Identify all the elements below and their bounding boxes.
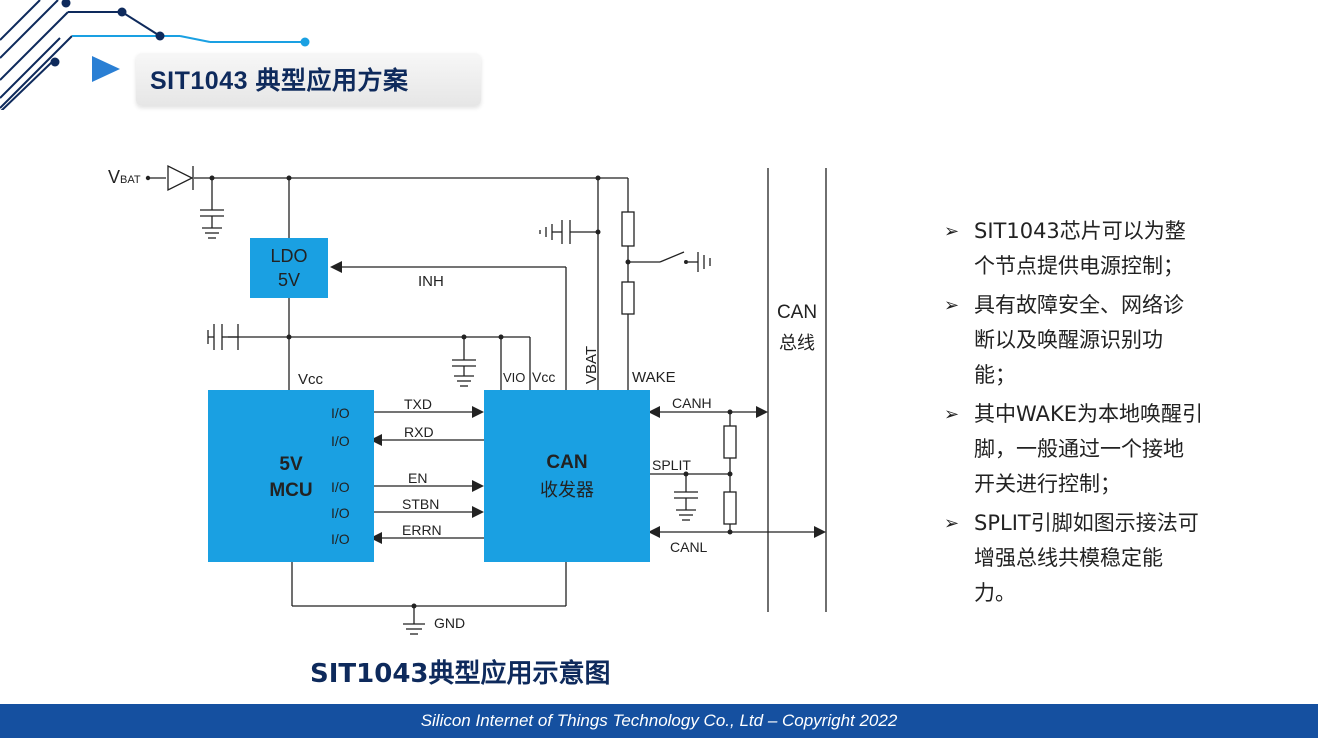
list-item: ➢ 其中WAKE为本地唤醒引脚，一般通过一个接地开关进行控制； [944, 397, 1244, 502]
io-label: I/O [331, 479, 350, 495]
ldo-block [250, 238, 328, 298]
can-bus-label-line2: 总线 [779, 333, 815, 354]
list-item: ➢ SPLIT引脚如图示接法可增强总线共模稳定能力。 [944, 506, 1244, 611]
gnd-label: GND [434, 615, 465, 631]
can-bus-label-line1: CAN [777, 302, 817, 323]
list-item: ➢ SIT1043芯片可以为整个节点提供电源控制； [944, 214, 1244, 284]
vcc-mcu-label: Vcc [298, 371, 324, 388]
vio-label: VIO [503, 370, 525, 385]
errn-label: ERRN [402, 522, 442, 538]
canh-label: CANH [672, 395, 712, 411]
io-label: I/O [331, 433, 350, 449]
arrow-right-icon: ➢ [944, 404, 960, 425]
en-label: EN [408, 470, 427, 486]
page-title: SIT1043 典型应用方案 [150, 67, 409, 95]
io-label: I/O [331, 505, 350, 521]
txd-label: TXD [404, 396, 432, 412]
application-circuit-diagram: VBAT LDO 5V INH Vcc VIO Vcc VBAT WAKE 5V… [108, 164, 827, 635]
inh-label: INH [418, 273, 444, 290]
feature-list: ➢ SIT1043芯片可以为整个节点提供电源控制； ➢ 具有故障安全、网络诊断以… [944, 214, 1244, 615]
mcu-label-line2: MCU [269, 480, 312, 501]
diagram-caption: SIT1043典型应用示意图 [310, 659, 611, 689]
can-label-line1: CAN [546, 452, 587, 473]
vbat-pin-label: VBAT [583, 346, 600, 384]
split-label: SPLIT [652, 457, 691, 473]
ldo-label-line1: LDO [270, 246, 307, 266]
wake-label: WAKE [632, 369, 676, 386]
arrow-right-icon: ➢ [944, 295, 960, 316]
circuit-decoration [0, 0, 310, 110]
arrow-right-icon: ➢ [944, 221, 960, 242]
vbat-label: VBAT [108, 167, 141, 187]
mcu-block [208, 390, 374, 562]
can-label-line2: 收发器 [540, 480, 594, 501]
can-transceiver-block [484, 390, 650, 562]
io-label: I/O [331, 531, 350, 547]
footer-copyright: Silicon Internet of Things Technology Co… [420, 711, 898, 730]
stbn-label: STBN [402, 496, 439, 512]
list-item: ➢ 具有故障安全、网络诊断以及唤醒源识别功能； [944, 288, 1244, 393]
rxd-label: RXD [404, 424, 434, 440]
canl-label: CANL [670, 539, 708, 555]
arrow-right-icon: ➢ [944, 513, 960, 534]
footer-bar [0, 704, 1318, 738]
io-label: I/O [331, 405, 350, 421]
mcu-label-line1: 5V [279, 454, 303, 475]
play-arrow-icon [92, 56, 120, 82]
ldo-label-line2: 5V [278, 270, 300, 290]
title-box [136, 53, 481, 106]
vcc-can-label: Vcc [532, 369, 555, 385]
